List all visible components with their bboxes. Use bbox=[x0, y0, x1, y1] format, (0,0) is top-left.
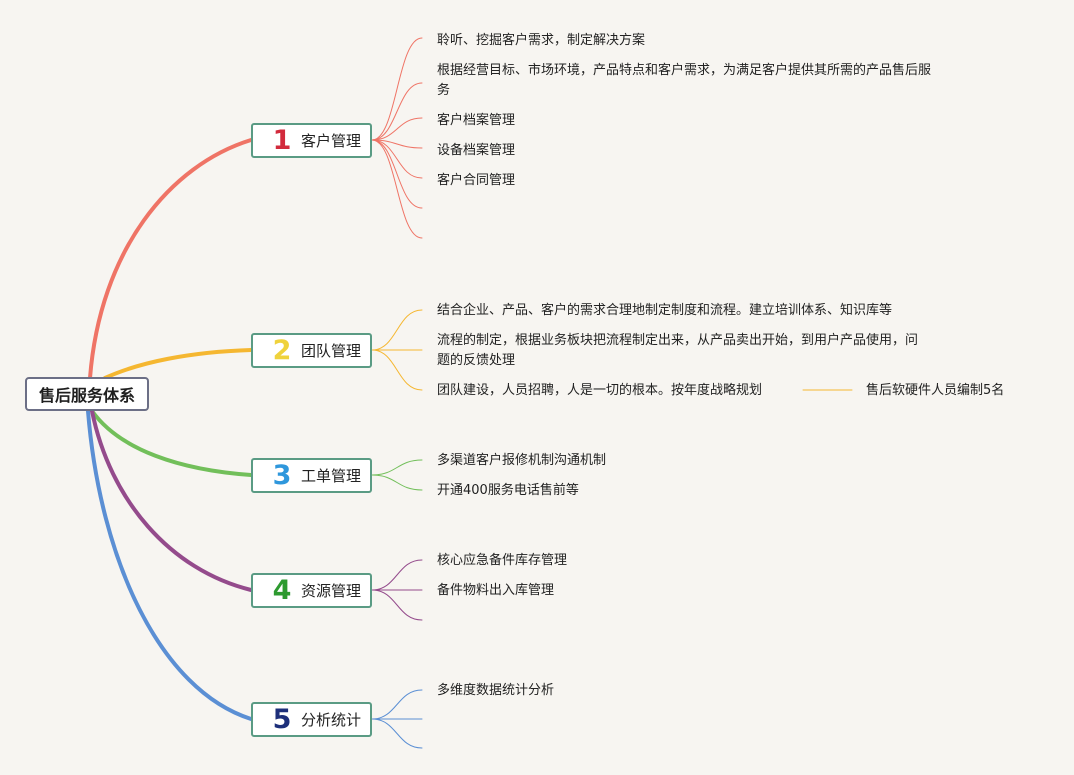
topic-work-order-management[interactable]: 3 工单管理 bbox=[251, 458, 372, 493]
leaf-item[interactable]: 核心应急备件库存管理 bbox=[437, 553, 568, 568]
topic-team-management[interactable]: 2 团队管理 bbox=[251, 333, 372, 368]
leaf-line-4-3 bbox=[371, 589, 423, 621]
leaf-line-2-3 bbox=[371, 349, 423, 391]
branch-line-1 bbox=[88, 138, 253, 380]
branch-line-2 bbox=[103, 348, 253, 380]
leaf-item[interactable]: 流程的制定，根据业务板块把流程制定出来，从产品卖出开始，到用户产品使用，问题的反… bbox=[437, 333, 919, 368]
number-badge-3: 3 bbox=[272, 460, 292, 491]
leaf-line-1-1 bbox=[371, 37, 423, 141]
sub-leaf-item[interactable]: 售后软硬件人员编制5名 bbox=[866, 383, 1005, 398]
topic-label: 工单管理 bbox=[301, 467, 362, 485]
leaf-item[interactable]: 备件物料出入库管理 bbox=[437, 583, 555, 598]
leaf-line-3-1 bbox=[371, 459, 423, 476]
leaf-item[interactable]: 多维度数据统计分析 bbox=[437, 683, 555, 698]
leaf-item[interactable]: 客户档案管理 bbox=[437, 113, 516, 128]
topic-customer-management[interactable]: 1 客户管理 bbox=[251, 123, 372, 158]
branch-line-5 bbox=[86, 409, 253, 721]
number-badge-2: 2 bbox=[272, 335, 292, 366]
leaf-line-1-3 bbox=[371, 117, 423, 141]
branch-line-3 bbox=[90, 409, 253, 477]
number-badge-4: 4 bbox=[272, 575, 292, 606]
leaf-line-1-2 bbox=[371, 82, 423, 141]
leaf-item[interactable]: 结合企业、产品、客户的需求合理地制定制度和流程。建立培训体系、知识库等 bbox=[437, 303, 893, 318]
topic-resource-management[interactable]: 4 资源管理 bbox=[251, 573, 372, 608]
leaf-line-4-1 bbox=[371, 559, 423, 591]
topic-label: 资源管理 bbox=[301, 582, 362, 600]
root-label: 售后服务体系 bbox=[38, 386, 135, 405]
number-badge-1: 1 bbox=[272, 125, 292, 156]
topic-label: 团队管理 bbox=[301, 342, 362, 360]
leaf-line-5-3 bbox=[371, 718, 423, 749]
leaf-line-5-1 bbox=[371, 689, 423, 720]
topic-label: 客户管理 bbox=[301, 132, 362, 150]
leaf-item[interactable]: 客户合同管理 bbox=[437, 173, 516, 188]
leaf-line-1-5 bbox=[371, 139, 423, 179]
topic-label: 分析统计 bbox=[301, 711, 362, 729]
leaf-line-3-2 bbox=[371, 474, 423, 491]
branch-line-4 bbox=[90, 409, 253, 592]
leaf-item[interactable]: 团队建设，人员招聘，人是一切的根本。按年度战略规划 bbox=[437, 383, 763, 398]
leaf-item[interactable]: 设备档案管理 bbox=[437, 143, 516, 158]
topic-analysis-statistics[interactable]: 5 分析统计 bbox=[251, 702, 372, 737]
leaf-line-1-6 bbox=[371, 139, 423, 209]
root-topic[interactable]: 售后服务体系 bbox=[25, 377, 149, 411]
leaf-line-1-7 bbox=[371, 139, 423, 239]
leaf-item[interactable]: 根据经营目标、市场环境，产品特点和客户需求，为满足客户提供其所需的产品售后服务 bbox=[437, 63, 932, 98]
leaf-item[interactable]: 多渠道客户报修机制沟通机制 bbox=[437, 453, 607, 468]
leaf-item[interactable]: 开通400服务电话售前等 bbox=[437, 483, 579, 498]
number-badge-5: 5 bbox=[272, 704, 292, 735]
leaf-item[interactable]: 聆听、挖掘客户需求，制定解决方案 bbox=[437, 33, 646, 48]
leaf-line-2-1 bbox=[371, 309, 423, 351]
